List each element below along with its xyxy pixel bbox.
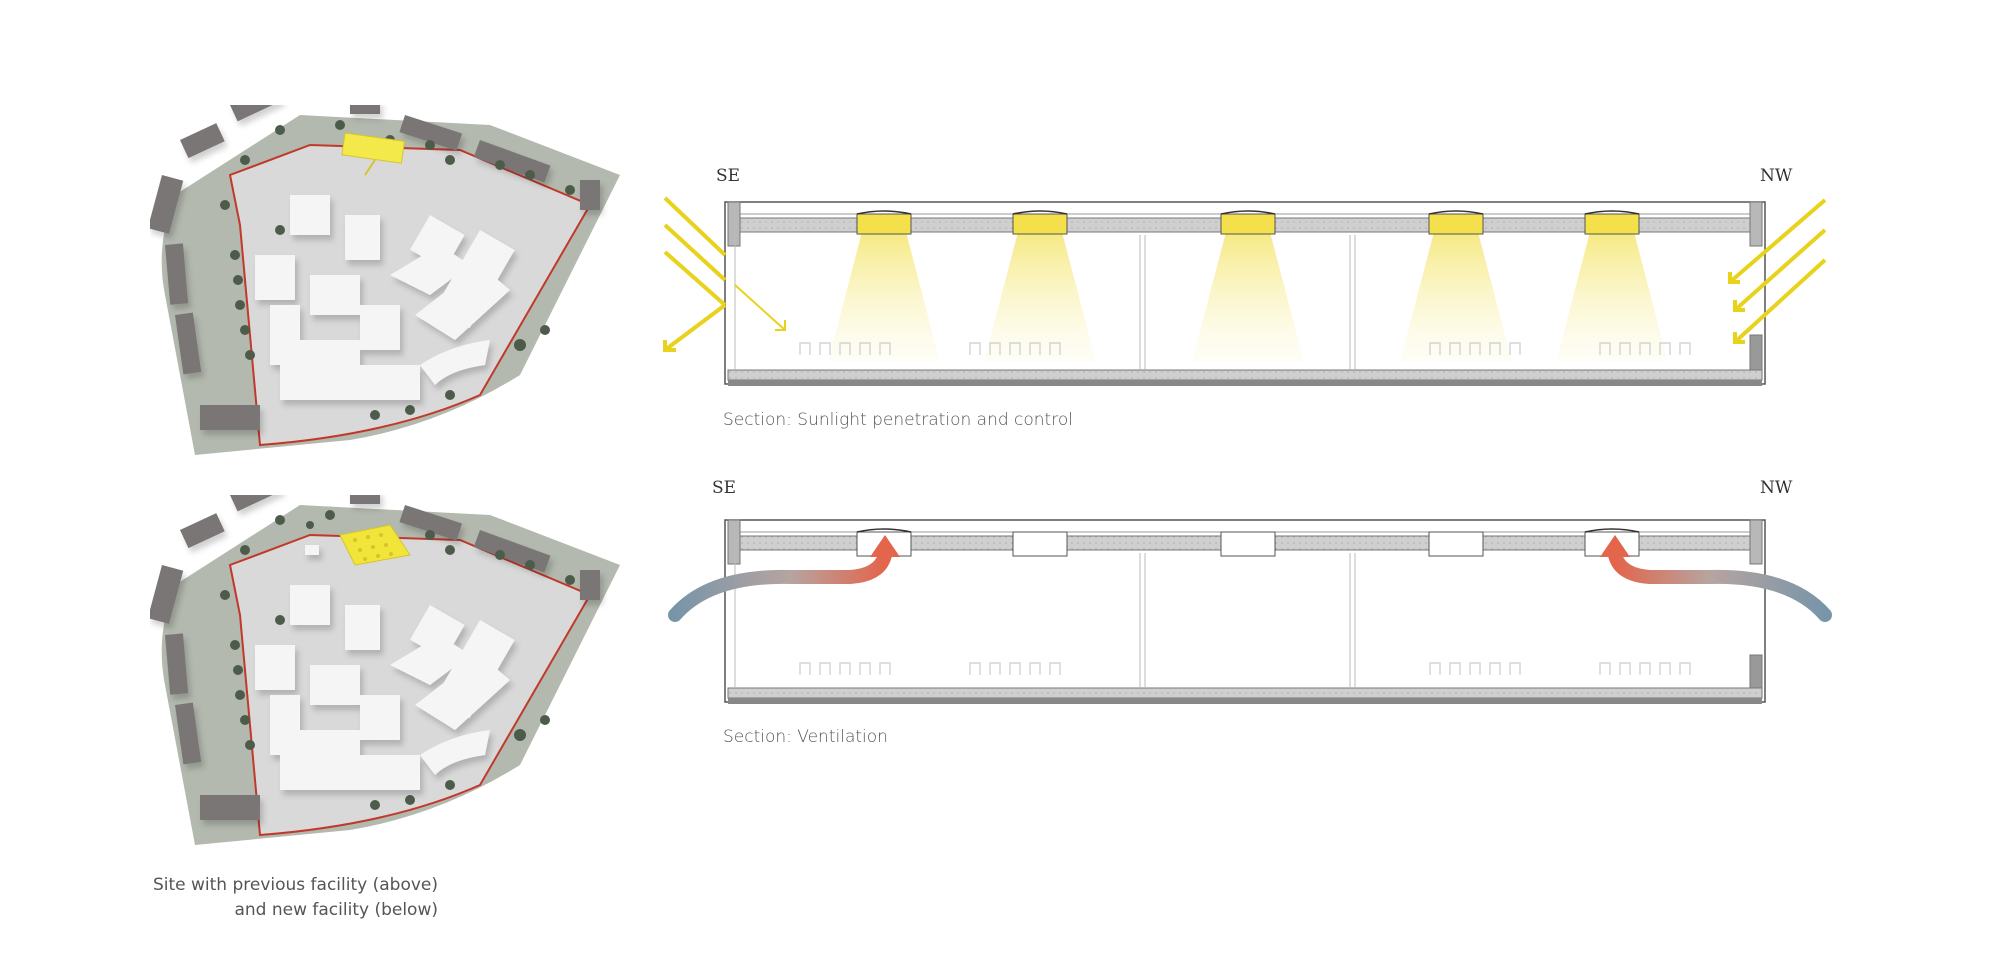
campus-buildings [255, 195, 515, 400]
site-caption-line1: Site with previous facility (above) [152, 875, 438, 895]
section2-se-label: SE [712, 478, 737, 498]
site-map-previous [150, 105, 620, 455]
previous-facility [341, 132, 405, 176]
partitions [734, 235, 1356, 370]
section1-nw-label: NW [1760, 166, 1793, 186]
roof-vents [856, 531, 1640, 557]
section1-title: Section: Sunlight penetration and contro… [723, 410, 1073, 430]
section2-title: Section: Ventilation [723, 727, 888, 747]
section-sunlight [663, 196, 1827, 386]
site-caption-line2: and new facility (below) [234, 900, 438, 920]
section1-se-label: SE [716, 166, 741, 186]
sunlight-rays-nw [1728, 198, 1827, 344]
airflow-nw [1600, 535, 1832, 622]
site-map-new [150, 495, 620, 845]
section2-nw-label: NW [1760, 478, 1793, 498]
chairs [799, 342, 1691, 355]
sunlight-rays-se [663, 196, 786, 352]
site-caption: Site with previous facility (above) and … [150, 873, 438, 923]
light-wells [828, 210, 1668, 362]
perimeter-buildings [150, 495, 600, 820]
airflow-se [668, 535, 900, 622]
section-ventilation [668, 519, 1832, 704]
new-facility [339, 524, 411, 566]
perimeter-buildings [150, 105, 600, 430]
campus-buildings [255, 545, 515, 790]
trees [220, 510, 575, 810]
